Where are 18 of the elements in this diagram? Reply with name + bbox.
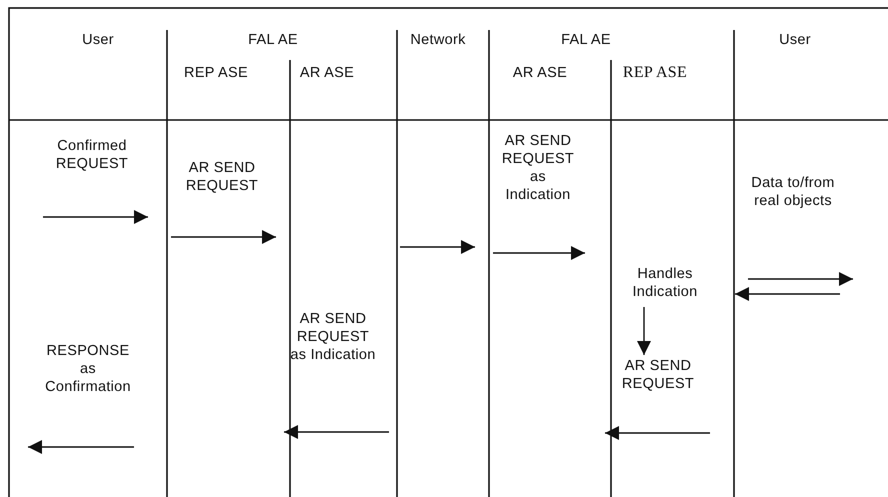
- column-header: REP ASE: [622, 64, 688, 82]
- message-text: Confirmed REQUEST: [54, 137, 130, 173]
- column-header: FAL AE: [247, 31, 299, 49]
- column-header: User: [81, 31, 115, 49]
- column-header: Network: [409, 31, 467, 49]
- column-header: REP ASE: [183, 64, 249, 82]
- message-text: AR SEND REQUEST as Indication: [500, 132, 576, 204]
- message-text: AR SEND REQUEST as Indication: [289, 310, 377, 364]
- message-text: Data to/from real objects: [750, 174, 836, 210]
- column-header: AR ASE: [512, 64, 568, 82]
- message-text: AR SEND REQUEST: [184, 159, 260, 195]
- column-header: AR ASE: [298, 64, 356, 82]
- column-header: User: [778, 31, 812, 49]
- arrow: [637, 307, 651, 355]
- step-text: Handles Indication: [622, 265, 708, 301]
- step-text: AR SEND REQUEST: [616, 357, 700, 393]
- column-header: FAL AE: [560, 31, 612, 49]
- message-text: RESPONSE as Confirmation: [44, 342, 132, 396]
